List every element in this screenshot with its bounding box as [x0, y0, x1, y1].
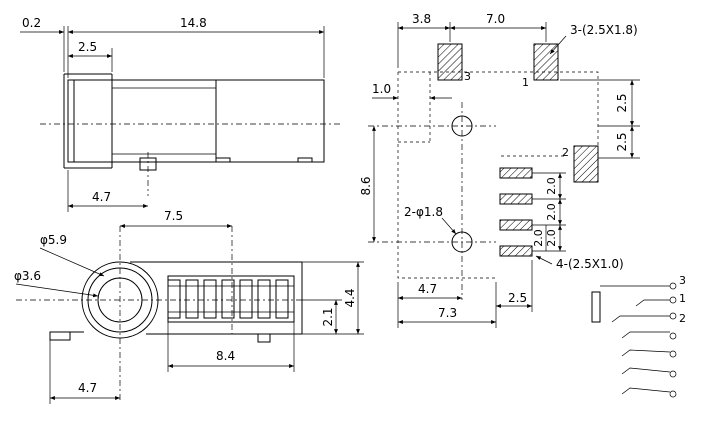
dim-body-length: 8.4	[216, 349, 235, 363]
dim-pad-a: 3.8	[412, 12, 431, 26]
dim-pitch-4: 2.0	[532, 229, 545, 247]
pad-2-label: 2	[562, 146, 569, 159]
label-holes: 2-φ1.8	[404, 205, 443, 219]
front-view: 7.5 φ5.9 φ3.6 8.4 4.7 4.4 2.1	[14, 209, 364, 404]
schematic-pin-3: 3	[679, 274, 686, 287]
side-view: 0.2 14.8 2.5 4.7	[20, 16, 340, 212]
dim-outer-diameter: φ5.9	[40, 233, 67, 247]
schematic-pin-1: 1	[679, 292, 686, 305]
schematic-symbol: 3 1 2	[591, 274, 686, 398]
label-top-pads: 3-(2.5X1.8)	[570, 23, 638, 37]
pad-2	[573, 145, 599, 183]
pcb-footprint: 3.8 7.0 3-(2.5X1.8) 3 1 2 1.0 2.5 2.5 8.…	[359, 12, 640, 328]
pad-b	[499, 193, 533, 205]
dim-gap: 0.2	[22, 16, 41, 30]
dim-flange: 2.5	[78, 40, 97, 54]
dim-pitch-2: 2.0	[545, 203, 558, 221]
dim-hole-offset: 1.0	[372, 82, 391, 96]
dim-bottom-c: 7.3	[438, 306, 457, 320]
front-base	[49, 331, 71, 341]
dim-total-length: 14.8	[180, 16, 207, 30]
dim-bottom-b: 2.5	[508, 291, 527, 305]
front-pin	[257, 333, 271, 343]
pad-1-label: 1	[522, 76, 529, 89]
dim-right-top: 2.5	[615, 93, 629, 112]
label-bottom-pads: 4-(2.5X1.0)	[556, 257, 624, 271]
side-body	[67, 79, 325, 163]
schematic-pin-2: 2	[679, 312, 686, 325]
dim-height: 4.4	[343, 288, 357, 307]
dim-pin-offset: 4.7	[92, 190, 111, 204]
dim-hole-spacing: 8.6	[359, 176, 373, 195]
dim-axis-height: 2.1	[321, 307, 335, 326]
pad-d	[499, 245, 533, 257]
pad-a	[499, 167, 533, 179]
jack-sleeve	[591, 291, 601, 323]
pad-3-label: 3	[464, 70, 471, 83]
dim-bottom-a: 4.7	[418, 282, 437, 296]
dim-pad-b: 7.0	[486, 12, 505, 26]
dim-front-offset: 4.7	[78, 381, 97, 395]
dim-right-bottom: 2.5	[615, 132, 629, 151]
pad-c	[499, 219, 533, 231]
dim-center-distance: 7.5	[164, 209, 183, 223]
dim-inner-diameter: φ3.6	[14, 269, 41, 283]
dim-pitch-1: 2.0	[545, 177, 558, 195]
pad-3	[437, 43, 463, 81]
dim-pitch-3: 2.0	[545, 229, 558, 247]
